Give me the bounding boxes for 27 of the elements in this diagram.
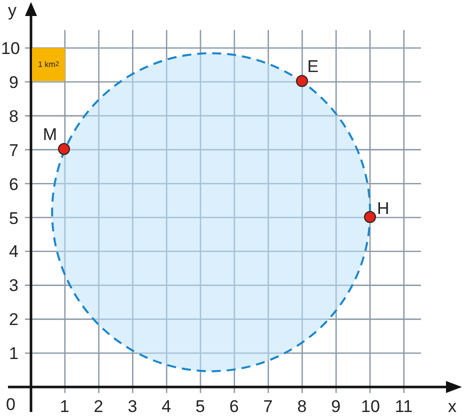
- tick-label: 5: [196, 398, 205, 415]
- tick-label: 3: [9, 277, 18, 294]
- tick-label: 2: [94, 398, 104, 415]
- tick-label: 7: [9, 142, 18, 159]
- tick-label: 3: [128, 398, 138, 415]
- tick-label: 11: [394, 398, 413, 415]
- tick-label: 7: [263, 398, 273, 415]
- point-label: M: [42, 126, 58, 143]
- point-label: E: [307, 58, 319, 75]
- tick-label: 9: [9, 74, 18, 91]
- tick-label: 4: [9, 243, 18, 260]
- tick-label: 10: [361, 398, 380, 415]
- tick-label: 2: [9, 311, 18, 328]
- tick-label: 10: [1, 40, 20, 57]
- origin-label: 0: [6, 396, 16, 413]
- point-label: H: [377, 200, 390, 216]
- axis-label: x: [448, 398, 456, 415]
- axis-label: y: [8, 2, 16, 19]
- tick-label: 1: [60, 398, 70, 415]
- tick-label: 8: [297, 398, 307, 415]
- tick-label: 5: [9, 210, 18, 226]
- tick-label: 6: [9, 176, 18, 193]
- tick-label: 1: [9, 345, 18, 362]
- tick-label: 9: [331, 398, 341, 415]
- tick-label: 4: [162, 398, 172, 415]
- tick-label: 6: [229, 398, 239, 415]
- tick-label: 8: [9, 108, 18, 125]
